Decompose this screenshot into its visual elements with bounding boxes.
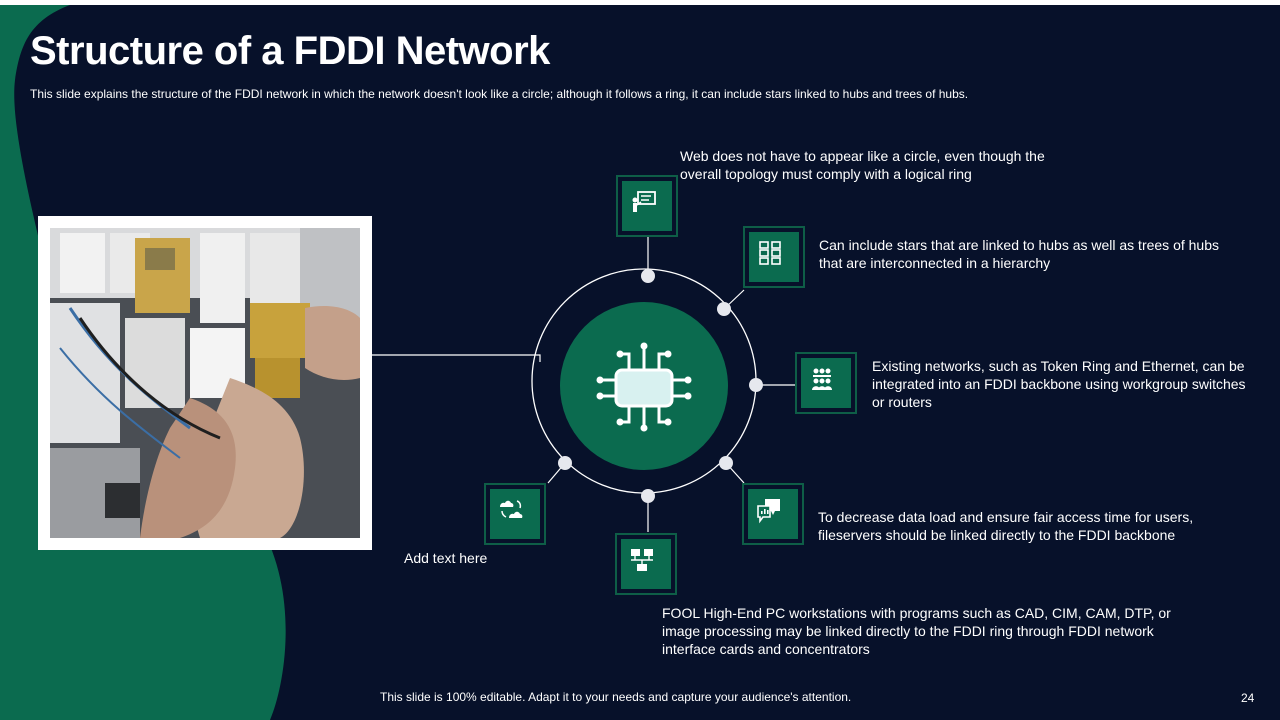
page-title: Structure of a FDDI Network — [30, 29, 550, 73]
presentation-board-icon — [632, 191, 656, 212]
people-group-icon — [812, 368, 832, 390]
node-3-text: Existing networks, such as Token Ring an… — [872, 358, 1246, 410]
electrical-panel-photo — [50, 228, 360, 538]
server-rack-icon — [759, 241, 781, 265]
node-1-icon-box — [616, 175, 678, 237]
node-6-text: Add text here — [404, 550, 488, 566]
footer-note: This slide is 100% editable. Adapt it to… — [380, 690, 852, 704]
ring-diagram — [372, 237, 796, 532]
node-5-text: FOOL High-End PC workstations with progr… — [662, 605, 1171, 657]
node-4-icon-box — [742, 483, 804, 545]
page-number: 24 — [1241, 691, 1255, 705]
workstation-network-icon — [631, 549, 653, 571]
node-1-text: Web does not have to appear like a circl… — [680, 148, 1045, 182]
chip-circuit-icon — [596, 342, 692, 432]
node-2-icon-box — [743, 226, 805, 288]
photo-frame — [38, 216, 372, 550]
cloud-sync-icon — [500, 500, 523, 518]
node-5-icon-box — [615, 533, 677, 595]
node-2-text: Can include stars that are linked to hub… — [819, 237, 1219, 271]
chat-bubbles-icon — [757, 499, 780, 524]
page-subtitle: This slide explains the structure of the… — [30, 87, 969, 101]
node-6-icon-box — [484, 483, 546, 545]
node-4-text: To decrease data load and ensure fair ac… — [818, 509, 1194, 543]
slide: Structure of a FDDI Network This slide e… — [0, 5, 1280, 720]
node-3-icon-box — [795, 352, 857, 414]
